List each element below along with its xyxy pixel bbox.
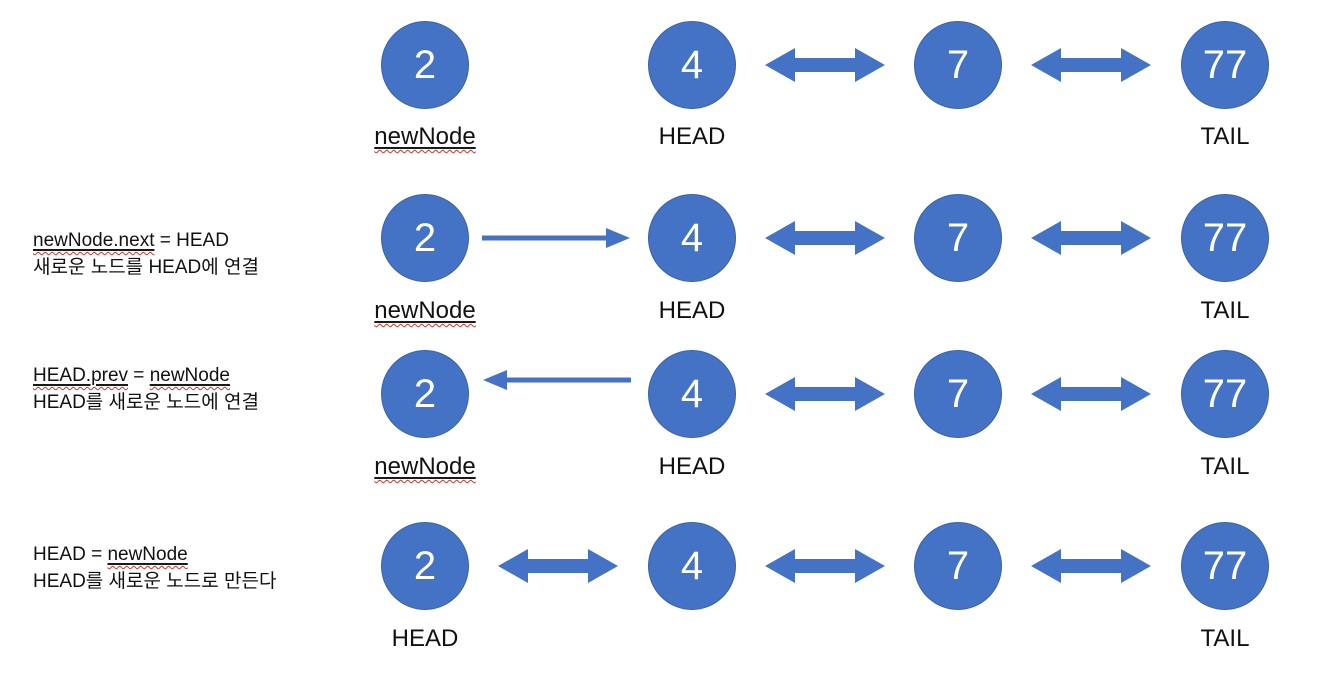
node-label-text: HEAD bbox=[658, 297, 726, 324]
node-circle-7: 7 bbox=[914, 21, 1002, 109]
node-circle-77: 77 bbox=[1181, 522, 1269, 610]
caption-line2: HEAD를 새로운 노드로 만든다 bbox=[33, 571, 277, 592]
step-caption: HEAD = newNode HEAD를 새로운 노드로 만든다 bbox=[33, 541, 276, 595]
node-value: 2 bbox=[413, 43, 437, 87]
node-circle-4: 4 bbox=[648, 21, 736, 109]
node-value: 7 bbox=[946, 43, 970, 87]
node-value: 7 bbox=[946, 544, 970, 588]
node-label-text: newNode bbox=[374, 123, 476, 150]
node-label-newnode: newNode bbox=[374, 296, 475, 326]
node-label-text: TAIL bbox=[1200, 123, 1250, 150]
node-circle-77: 77 bbox=[1181, 194, 1269, 282]
right-arrow-icon bbox=[482, 227, 630, 249]
double-arrow-icon bbox=[1031, 376, 1151, 412]
left-arrow-icon bbox=[483, 369, 631, 391]
node-label-text: HEAD bbox=[658, 453, 726, 480]
node-value: 77 bbox=[1202, 544, 1248, 588]
node-label-text: newNode bbox=[374, 453, 476, 480]
node-label-head: HEAD bbox=[659, 122, 726, 152]
caption-line1: HEAD = newNode bbox=[33, 541, 276, 568]
double-arrow-icon bbox=[765, 548, 885, 584]
double-arrow-icon bbox=[765, 376, 885, 412]
caption-code: HEAD.prev bbox=[33, 365, 129, 386]
node-circle-2: 2 bbox=[381, 194, 469, 282]
caption-text: HEAD bbox=[33, 544, 86, 565]
caption-line2: HEAD를 새로운 노드에 연결 bbox=[33, 392, 259, 413]
node-circle-7: 7 bbox=[914, 522, 1002, 610]
node-circle-2: 2 bbox=[381, 21, 469, 109]
caption-code: newNode bbox=[149, 365, 230, 386]
caption-code: newNode.next bbox=[33, 230, 155, 251]
node-value: 77 bbox=[1202, 43, 1248, 87]
node-label-tail: TAIL bbox=[1201, 122, 1250, 152]
double-arrow-icon bbox=[1031, 47, 1151, 83]
node-label-text: HEAD bbox=[658, 123, 726, 150]
node-label-text: HEAD bbox=[391, 625, 459, 652]
caption-line2: 새로운 노드를 HEAD에 연결 bbox=[33, 257, 259, 278]
node-label-text: TAIL bbox=[1200, 625, 1250, 652]
node-label-tail: TAIL bbox=[1201, 296, 1250, 326]
caption-text: = bbox=[128, 365, 150, 386]
caption-code: newNode bbox=[107, 544, 188, 565]
node-label-text: TAIL bbox=[1200, 453, 1250, 480]
node-value: 4 bbox=[680, 43, 704, 87]
node-circle-2: 2 bbox=[381, 522, 469, 610]
node-label-newnode: newNode bbox=[374, 122, 475, 152]
node-label-tail: TAIL bbox=[1201, 452, 1250, 482]
double-arrow-icon bbox=[765, 47, 885, 83]
caption-line1: newNode.next = HEAD bbox=[33, 227, 259, 254]
node-label-head: HEAD bbox=[659, 296, 726, 326]
caption-line1: HEAD.prev = newNode bbox=[33, 362, 259, 389]
caption-text: = HEAD bbox=[154, 230, 229, 251]
node-value: 77 bbox=[1202, 216, 1248, 260]
node-circle-7: 7 bbox=[914, 194, 1002, 282]
node-label-tail: TAIL bbox=[1201, 624, 1250, 654]
node-circle-4: 4 bbox=[648, 522, 736, 610]
node-value: 2 bbox=[413, 216, 437, 260]
node-circle-4: 4 bbox=[648, 350, 736, 438]
node-value: 4 bbox=[680, 216, 704, 260]
node-value: 7 bbox=[946, 372, 970, 416]
node-circle-77: 77 bbox=[1181, 21, 1269, 109]
node-value: 4 bbox=[680, 372, 704, 416]
double-arrow-icon bbox=[1031, 548, 1151, 584]
node-value: 77 bbox=[1202, 372, 1248, 416]
node-value: 2 bbox=[413, 544, 437, 588]
node-label-head: HEAD bbox=[392, 624, 459, 654]
node-circle-77: 77 bbox=[1181, 350, 1269, 438]
node-label-text: newNode bbox=[374, 297, 476, 324]
node-label-head: HEAD bbox=[659, 452, 726, 482]
double-arrow-icon bbox=[498, 548, 618, 584]
node-value: 7 bbox=[946, 216, 970, 260]
node-value: 2 bbox=[413, 372, 437, 416]
step-caption: newNode.next = HEAD 새로운 노드를 HEAD에 연결 bbox=[33, 227, 259, 281]
step-caption: HEAD.prev = newNode HEAD를 새로운 노드에 연결 bbox=[33, 362, 259, 416]
node-label-text: TAIL bbox=[1200, 297, 1250, 324]
node-value: 4 bbox=[680, 544, 704, 588]
node-label-newnode: newNode bbox=[374, 452, 475, 482]
node-circle-2: 2 bbox=[381, 350, 469, 438]
double-arrow-icon bbox=[1031, 220, 1151, 256]
double-arrow-icon bbox=[765, 220, 885, 256]
node-circle-4: 4 bbox=[648, 194, 736, 282]
node-circle-7: 7 bbox=[914, 350, 1002, 438]
caption-text: = bbox=[85, 544, 108, 565]
